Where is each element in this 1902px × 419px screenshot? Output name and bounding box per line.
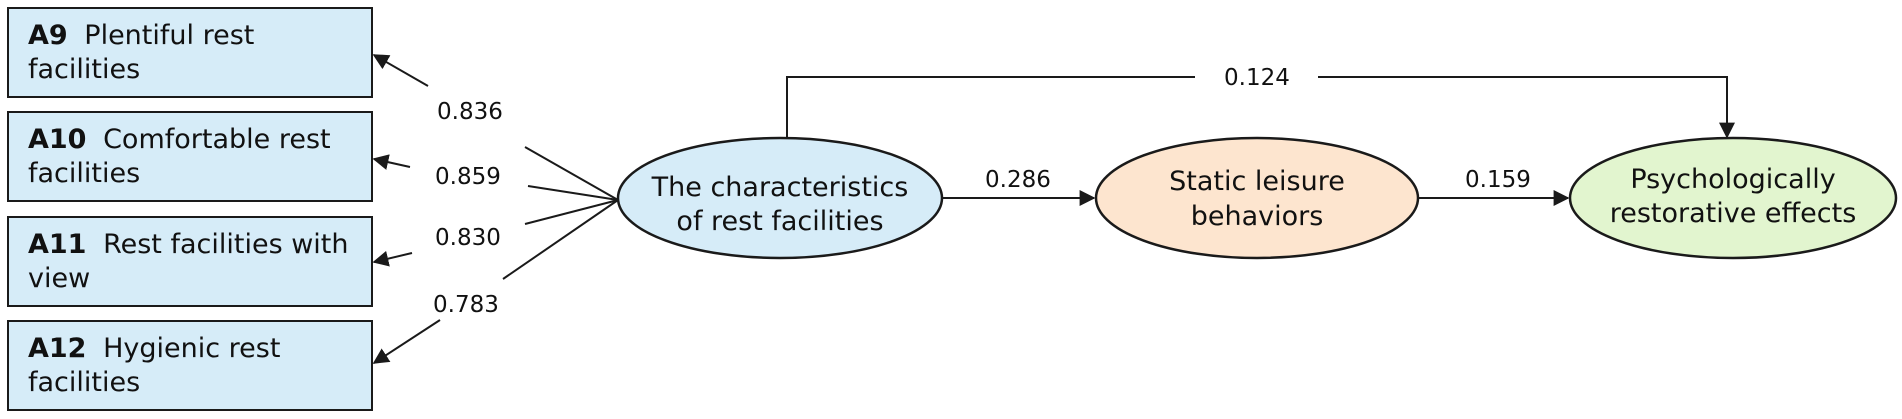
- indicator-label-line2: facilities: [28, 158, 140, 189]
- direct-path-value: 0.124: [1224, 65, 1290, 91]
- loading-value-a12: 0.783: [433, 292, 499, 318]
- loading-arrow-a12-lower: [502, 199, 619, 280]
- node-label-line2: behaviors: [1191, 201, 1324, 232]
- node-ellipse: [616, 136, 944, 260]
- indicator-label-line2: view: [28, 263, 90, 294]
- loading-arrow-a12-upper: [372, 319, 441, 364]
- svg-text:A9 Plentiful rest: A9 Plentiful rest: [28, 20, 254, 51]
- indicator-label-line1: Plentiful rest: [84, 20, 254, 51]
- node-ellipse: [1094, 136, 1420, 260]
- loading-arrow-a9-lower: [524, 146, 619, 201]
- indicator-code: A9: [28, 20, 68, 51]
- node-mediator: Static leisure behaviors: [1094, 136, 1420, 260]
- indicator-code: A12: [28, 333, 86, 364]
- node-label-line1: Static leisure: [1169, 166, 1345, 197]
- indicator-box: [7, 320, 373, 411]
- node-outcome: Psychologically restorative effects: [1568, 136, 1898, 260]
- indicator-label-line2: facilities: [28, 54, 140, 85]
- indicator-a10: A10 Comfortable rest facilities: [7, 111, 373, 202]
- indicator-box: [7, 111, 373, 202]
- indicator-label-line1: Comfortable rest: [103, 124, 331, 155]
- loading-value-a10: 0.859: [435, 164, 501, 190]
- indicator-a9: A9 Plentiful rest facilities: [7, 7, 373, 98]
- svg-text:A12 Hygienic rest: A12 Hygienic rest: [28, 333, 280, 364]
- node-latent: The characteristics of rest facilities: [616, 136, 944, 260]
- path-value-latent-mediator: 0.286: [985, 167, 1051, 193]
- loading-value-a9: 0.836: [437, 99, 503, 125]
- loading-arrow-a9-upper: [372, 54, 429, 87]
- node-label-line2: restorative effects: [1610, 198, 1857, 229]
- svg-text:A10 Comfortable rest: A10 Comfortable rest: [28, 124, 331, 155]
- indicator-a12: A12 Hygienic rest facilities: [7, 320, 373, 411]
- indicator-box: [7, 216, 373, 307]
- direct-path-left-segment: [786, 76, 1195, 140]
- node-label-line1: Psychologically: [1630, 164, 1835, 195]
- node-label-line1: The characteristics: [651, 172, 909, 203]
- indicator-label-line1: Hygienic rest: [103, 333, 280, 364]
- loading-arrows: [372, 54, 619, 364]
- indicator-code: A10: [28, 124, 86, 155]
- indicator-code: A11: [28, 229, 86, 260]
- indicator-a11: A11 Rest facilities with view: [7, 216, 373, 307]
- indicator-label-line2: facilities: [28, 367, 140, 398]
- direct-path-arrow: [786, 76, 1735, 140]
- loading-arrow-a10-upper: [372, 154, 411, 170]
- loading-arrow-a11-upper: [372, 250, 413, 267]
- indicator-label-line1: Rest facilities with: [103, 229, 348, 260]
- indicator-box: [7, 7, 373, 98]
- svg-text:A11 Rest facilities with: A11 Rest facilities with: [28, 229, 349, 260]
- loading-arrow-a11-lower: [524, 199, 619, 225]
- node-ellipse: [1568, 136, 1898, 260]
- loading-arrow-a10-lower: [527, 185, 619, 201]
- direct-path-right-segment: [1318, 76, 1735, 139]
- path-value-mediator-outcome: 0.159: [1465, 167, 1531, 193]
- node-label-line2: of rest facilities: [676, 206, 883, 237]
- loading-value-a11: 0.830: [435, 225, 501, 251]
